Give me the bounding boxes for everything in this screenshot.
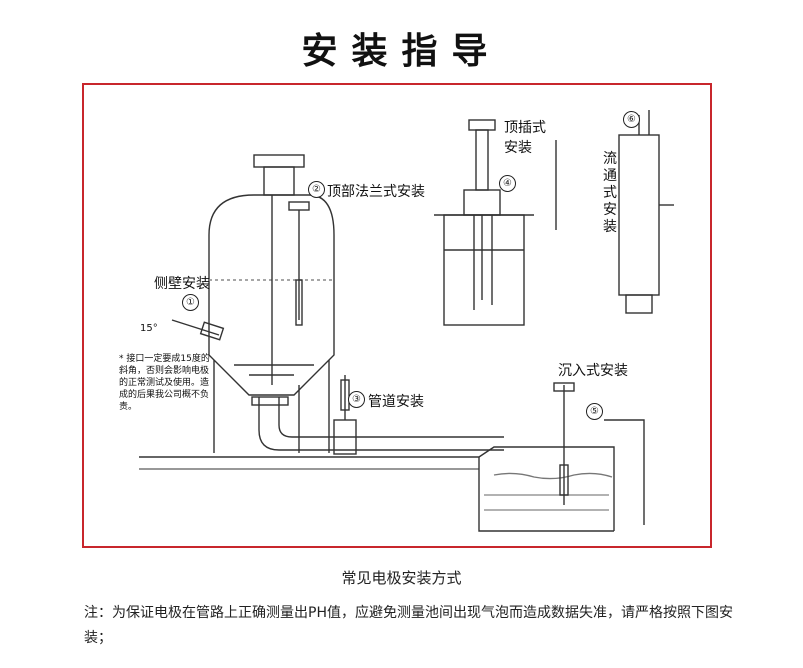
warning-note: * 接口一定要成15度的斜角，否则会影响电极的正常测试及使用。造成的后果我公司概… — [119, 354, 210, 412]
number-5: ⑤ — [586, 403, 603, 420]
number-4: ④ — [499, 175, 516, 192]
diagram-drawing — [139, 110, 674, 532]
label-top-insert-1: 顶插式 — [504, 120, 546, 136]
label-flow-through: 流通式安装 — [603, 151, 617, 235]
label-top-flange: 顶部法兰式安装 — [327, 184, 425, 200]
diagram-caption: 常见电极安装方式 — [341, 569, 462, 587]
number-2: ② — [308, 181, 325, 198]
number-3: ③ — [348, 391, 365, 408]
label-angle: 15° — [140, 323, 158, 334]
installation-diagram: 侧壁安装 ① 15° * 接口一定要成15度的斜角，否则会影响电极的正常测试及使… — [82, 83, 712, 548]
label-side-wall: 侧壁安装 — [154, 276, 210, 292]
label-submerged: 沉入式安装 — [558, 363, 628, 379]
page-title: 安装指导 — [301, 31, 502, 72]
label-pipeline: 管道安装 — [368, 394, 424, 410]
installation-note: 注：为保证电极在管路上正确测量出PH值，应避免测量池间出现气泡而造成数据失准，请… — [84, 605, 733, 646]
number-1: ① — [182, 294, 199, 311]
label-top-insert-2: 安装 — [504, 140, 532, 156]
number-6: ⑥ — [623, 111, 640, 128]
